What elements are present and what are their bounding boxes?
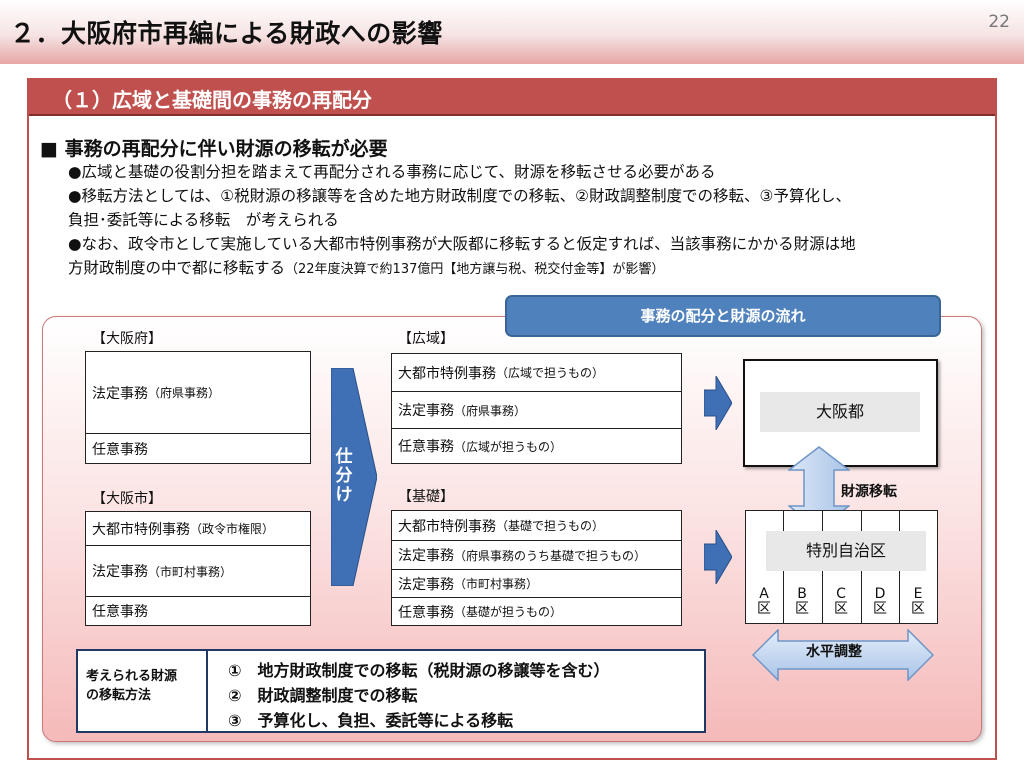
method-item-3: ③ 予算化し、負担、委託等による移転	[228, 711, 514, 730]
koiki-row-3: 任意事務（広域が担うもの）	[392, 428, 681, 463]
kiso-row-4-main: 任意事務	[398, 604, 454, 621]
kiso-row-1-main: 大都市特例事務	[398, 518, 496, 535]
osakashi-row-3-main: 任意事務	[92, 604, 148, 620]
osakashi-row-2-main: 法定事務	[92, 564, 148, 580]
osakashi-row-2-sub: （市町村事務）	[148, 564, 233, 579]
flow-title-button: 事務の配分と財源の流れ	[505, 295, 941, 337]
main-heading: ■ 事務の再配分に伴い財源の移転が必要	[40, 138, 388, 160]
suihei-chosei-arrow	[752, 629, 934, 681]
osakashi-label: 【大阪市】	[92, 491, 162, 507]
shiwake-text: 仕分け	[335, 447, 353, 505]
ward-a-ku: 区	[757, 601, 771, 617]
koiki-row-1-sub: （広域で担うもの）	[496, 366, 605, 380]
kiso-row-2-main: 法定事務	[398, 548, 454, 564]
ward-b-letter: B	[797, 586, 807, 602]
kiso-row-2-sub: （府県事務のうち基礎で担うもの）	[454, 548, 647, 563]
bullet-line-4: ●なお、政令市として実施している大都市特例事務が大阪都に移転すると仮定すれば、当…	[68, 235, 856, 253]
bullet-line-2: ●移転方法としては、①税財源の移譲等を含めた地方財政制度での移転、②財政調整制度…	[68, 187, 851, 205]
zaigen-iten-label: 財源移転	[841, 484, 897, 500]
method-item-2: ② 財政調整制度での移転	[228, 686, 418, 705]
osakashi-row-3: 任意事務	[86, 596, 310, 625]
koiki-row-3-sub: （広域が担うもの）	[454, 439, 563, 454]
osakashi-row-1: 大都市特例事務（政令市権限）	[86, 512, 310, 545]
bullet-line-5-note: （22年度決算で約137億円【地方譲与税、税交付金等】が影響）	[285, 262, 665, 277]
koiki-row-2-main: 法定事務	[398, 403, 454, 419]
osakashi-row-1-sub: （政令市権限）	[190, 522, 275, 536]
kiso-row-1: 大都市特例事務（基礎で担うもの）	[392, 511, 681, 540]
ward-d-letter: D	[874, 586, 886, 602]
bullet-line-5: 方財政制度の中で都に移転する（22年度決算で約137億円【地方譲与税、税交付金等…	[68, 258, 664, 280]
osakafu-row-1: 法定事務（府県事務）	[86, 352, 310, 433]
kiso-label: 【基礎】	[398, 489, 454, 505]
ward-a-letter: A	[759, 586, 769, 602]
osakato-label: 大阪都	[760, 392, 920, 432]
suihei-chosei-label: 水平調整	[806, 644, 862, 660]
osakashi-row-1-main: 大都市特例事務	[92, 521, 190, 538]
ward-e-letter: E	[913, 586, 923, 602]
osakashi-table: 大都市特例事務（政令市権限） 法定事務（市町村事務） 任意事務	[85, 511, 311, 626]
ward-c-ku: 区	[834, 601, 848, 617]
slide-title: ２．大阪府市再編による財政への影響	[10, 19, 443, 48]
koiki-row-2: 法定事務（府県事務）	[392, 391, 681, 428]
ward-d-ku: 区	[873, 601, 887, 617]
osakafu-label: 【大阪府】	[92, 331, 162, 347]
ward-c-letter: C	[836, 586, 846, 602]
kiso-row-3: 法定事務（市町村事務）	[392, 569, 681, 597]
shiwake-arrow	[331, 368, 377, 586]
page-number: 22	[988, 12, 1010, 32]
kiso-row-3-main: 法定事務	[398, 576, 454, 593]
tokubetsu-label: 特別自治区	[766, 531, 926, 571]
osakashi-row-2: 法定事務（市町村事務）	[86, 545, 310, 596]
bullet-line-5-main: 方財政制度の中で都に移転する	[68, 259, 286, 277]
ward-e-ku: 区	[911, 601, 925, 617]
kiso-row-4-sub: （基礎が担うもの）	[454, 605, 563, 619]
arrow-to-osakato	[704, 376, 732, 430]
method-label: 考えられる財源 の移転方法	[78, 651, 208, 731]
kiso-row-1-sub: （基礎で担うもの）	[496, 519, 605, 533]
koiki-label: 【広域】	[398, 331, 454, 347]
section-title: （１）広域と基礎間の事務の再配分	[52, 88, 372, 112]
section-bar	[29, 80, 995, 116]
arrow-to-tokubetsu	[704, 530, 732, 584]
slide-header	[0, 0, 1024, 64]
osakafu-row-1-sub: （府県事務）	[148, 386, 221, 400]
kiso-table: 大都市特例事務（基礎で担うもの） 法定事務（府県事務のうち基礎で担うもの） 法定…	[391, 510, 682, 626]
method-item-1: ① 地方財政制度での移転（税財源の移譲等を含む）	[228, 661, 610, 680]
kiso-row-4: 任意事務（基礎が担うもの）	[392, 597, 681, 625]
kiso-row-3-sub: （市町村事務）	[454, 577, 539, 591]
method-label-line-1: 考えられる財源	[86, 669, 178, 684]
koiki-table: 大都市特例事務（広域で担うもの） 法定事務（府県事務） 任意事務（広域が担うもの…	[391, 353, 682, 464]
method-box: 考えられる財源 の移転方法 ① 地方財政制度での移転（税財源の移譲等を含む） ②…	[76, 649, 706, 733]
bullet-line-3: 負担･委託等による移転 が考えられる	[68, 211, 339, 229]
koiki-row-1: 大都市特例事務（広域で担うもの）	[392, 354, 681, 391]
koiki-row-2-sub: （府県事務）	[454, 403, 527, 418]
kiso-row-2: 法定事務（府県事務のうち基礎で担うもの）	[392, 540, 681, 569]
osakafu-row-2-main: 任意事務	[92, 441, 148, 458]
koiki-row-1-main: 大都市特例事務	[398, 365, 496, 382]
method-label-line-2: の移転方法	[86, 688, 152, 703]
osakafu-row-1-main: 法定事務	[92, 385, 148, 402]
osakafu-row-2: 任意事務	[86, 433, 310, 463]
koiki-row-3-main: 任意事務	[398, 439, 454, 455]
osakafu-table: 法定事務（府県事務） 任意事務	[85, 351, 311, 464]
ward-b-ku: 区	[795, 601, 809, 617]
bullet-line-1: ●広域と基礎の役割分担を踏まえて再配分される事務に応じて、財源を移転させる必要が…	[68, 163, 716, 181]
